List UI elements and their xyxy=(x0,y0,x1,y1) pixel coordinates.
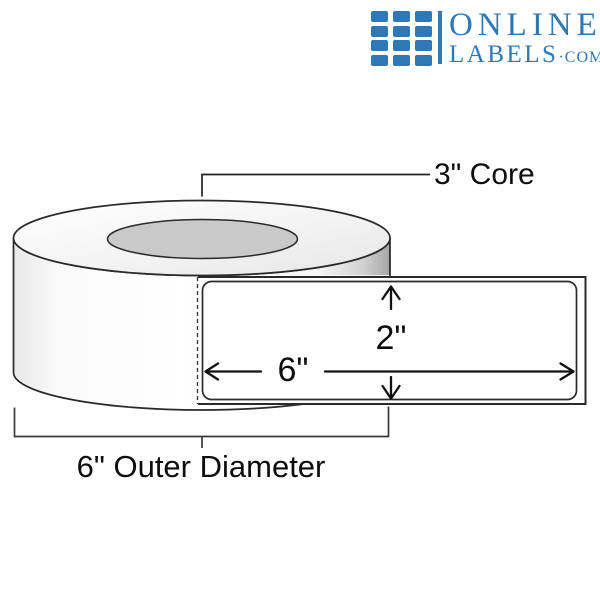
up-arrow-head-icon xyxy=(381,285,401,301)
liner-strip-border xyxy=(198,276,587,405)
down-arrow-head-icon xyxy=(381,384,401,400)
core-size-text: 3" Core xyxy=(434,158,535,191)
logo-word-labels: LABELS·COM xyxy=(449,42,600,67)
label-height-text: 2" xyxy=(376,319,407,357)
right-arrow-head-icon xyxy=(559,362,575,381)
die-cut-label xyxy=(201,280,578,401)
logo-wordmark: ONLINE LABELS·COM xyxy=(449,7,600,68)
core-leader-line xyxy=(201,173,430,197)
height-dimension-arrows xyxy=(381,285,401,400)
left-arrow-head-icon xyxy=(204,362,220,381)
grid-of-squares-icon xyxy=(371,11,432,66)
logo-word-online: ONLINE xyxy=(449,7,600,43)
outer-diameter-bracket xyxy=(13,406,390,438)
label-width-text: 6" xyxy=(278,351,309,389)
width-dimension-arrows xyxy=(204,362,575,381)
logo-divider-bar xyxy=(438,11,442,64)
roll-core xyxy=(106,218,299,260)
roll-shadow-wedge xyxy=(316,238,390,275)
outer-diameter-text: 6" Outer Diameter xyxy=(77,449,326,484)
logo-word-com: ·COM xyxy=(558,49,600,66)
onlinelabels-logo: ONLINE LABELS·COM xyxy=(371,9,600,67)
